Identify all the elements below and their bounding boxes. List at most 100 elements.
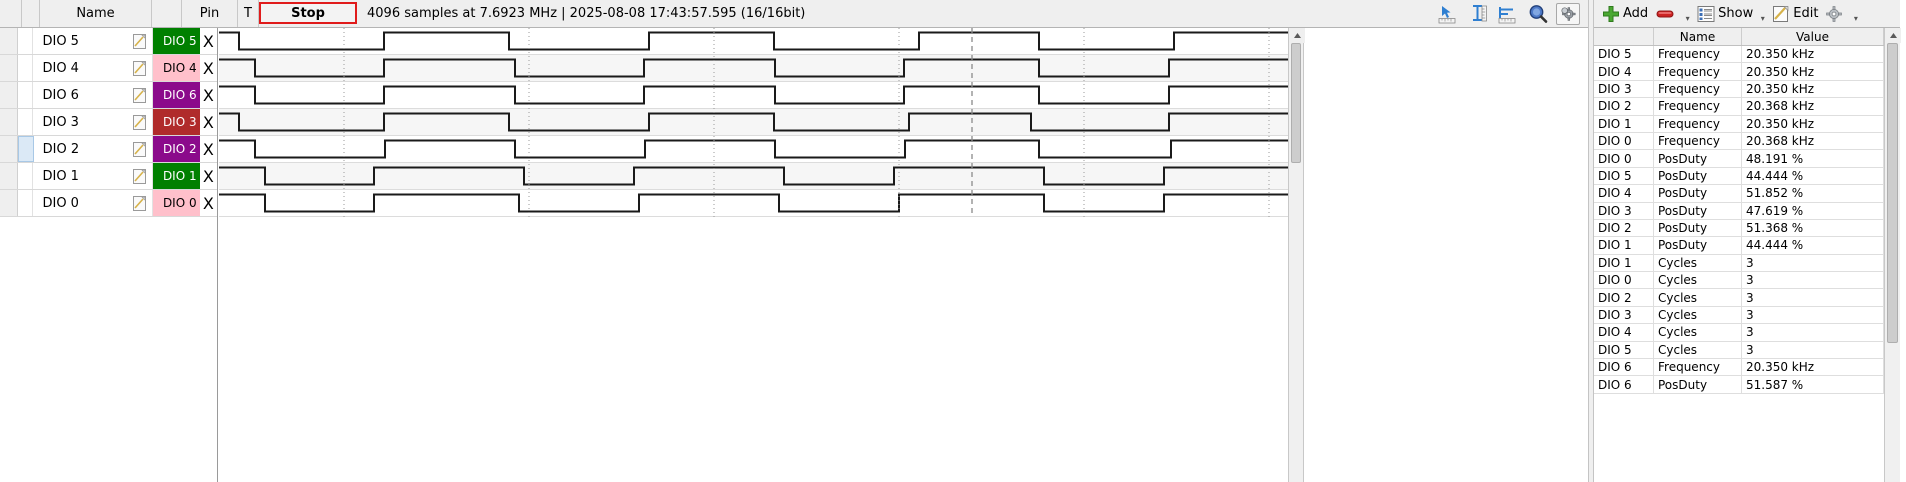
channel-mark-cell[interactable] bbox=[18, 28, 34, 54]
channel-name-label: DIO 3 bbox=[33, 109, 128, 135]
column-header-trigger[interactable]: T bbox=[238, 0, 259, 27]
channel-mark-cell[interactable] bbox=[18, 55, 34, 81]
channel-pin-badge[interactable]: DIO 5 bbox=[152, 28, 200, 54]
channel-trigger-cell[interactable]: X bbox=[199, 82, 218, 108]
settings-gear-icon[interactable] bbox=[1556, 2, 1580, 25]
channel-trigger-cell[interactable]: X bbox=[199, 163, 218, 189]
channel-note-icon[interactable] bbox=[127, 28, 153, 54]
header-dio[interactable] bbox=[1594, 28, 1654, 45]
channel-row[interactable]: DIO 1 DIO 1 X bbox=[0, 163, 218, 190]
channel-select-handle[interactable] bbox=[0, 136, 19, 162]
waveform-plot[interactable] bbox=[219, 28, 1288, 482]
channel-row[interactable]: DIO 4 DIO 4 X bbox=[0, 55, 218, 82]
waveform-vscrollbar-thumb[interactable] bbox=[1291, 43, 1301, 163]
channel-pin-badge[interactable]: DIO 0 bbox=[152, 190, 200, 216]
waveform-row[interactable] bbox=[219, 163, 1288, 190]
scroll-up-arrow-icon[interactable] bbox=[1289, 28, 1305, 43]
channel-row[interactable]: DIO 5 DIO 5 X bbox=[0, 28, 218, 55]
channel-pin-badge[interactable]: DIO 6 bbox=[152, 82, 200, 108]
channel-row[interactable]: DIO 2 DIO 2 X bbox=[0, 136, 218, 163]
waveform-row[interactable] bbox=[219, 55, 1288, 82]
channel-select-handle[interactable] bbox=[0, 55, 19, 81]
channel-trigger-cell[interactable]: X bbox=[199, 109, 218, 135]
channel-mark-cell[interactable] bbox=[18, 163, 34, 189]
remove-measurement-button[interactable] bbox=[1653, 2, 1680, 26]
channel-trigger-cell[interactable]: X bbox=[199, 190, 218, 216]
pane-splitter[interactable] bbox=[1588, 0, 1594, 482]
measurements-vscrollbar-thumb[interactable] bbox=[1887, 43, 1898, 343]
column-header-name[interactable]: Name bbox=[40, 0, 152, 27]
zoom-icon[interactable] bbox=[1526, 3, 1550, 25]
channel-trigger-cell[interactable]: X bbox=[199, 55, 218, 81]
channel-select-handle[interactable] bbox=[0, 28, 19, 54]
channel-row[interactable]: DIO 6 DIO 6 X bbox=[0, 82, 218, 109]
waveform-row[interactable] bbox=[219, 82, 1288, 109]
stop-button[interactable]: Stop bbox=[259, 2, 357, 24]
channel-row[interactable]: DIO 0 DIO 0 X bbox=[0, 190, 218, 217]
header-name[interactable]: Name bbox=[1654, 28, 1742, 45]
edit-measurement-button[interactable]: Edit bbox=[1770, 2, 1820, 26]
channel-row[interactable]: DIO 3 DIO 3 X bbox=[0, 109, 218, 136]
waveform-empty-area[interactable] bbox=[219, 217, 1288, 482]
channel-mark-cell[interactable] bbox=[18, 109, 34, 135]
channel-pin-badge[interactable]: DIO 2 bbox=[152, 136, 200, 162]
text-measure-icon[interactable] bbox=[1466, 3, 1490, 25]
show-measurement-button[interactable]: Show bbox=[1695, 2, 1755, 26]
channel-mark-cell[interactable] bbox=[18, 190, 34, 216]
channel-pin-badge[interactable]: DIO 4 bbox=[152, 55, 200, 81]
header-value[interactable]: Value bbox=[1742, 28, 1884, 45]
waveform-vscrollbar[interactable] bbox=[1288, 28, 1305, 482]
channel-select-handle[interactable] bbox=[0, 190, 19, 216]
channel-note-icon[interactable] bbox=[127, 82, 153, 108]
column-header-pin[interactable]: Pin bbox=[182, 0, 238, 27]
channel-select-handle[interactable] bbox=[0, 109, 19, 135]
measurement-settings-button[interactable] bbox=[1823, 2, 1848, 26]
waveform-row[interactable] bbox=[219, 109, 1288, 136]
channel-note-icon[interactable] bbox=[127, 109, 153, 135]
measurements-scroll-up-arrow-icon[interactable] bbox=[1885, 28, 1901, 43]
align-measure-icon[interactable] bbox=[1496, 3, 1520, 25]
channel-mark-cell-selected[interactable] bbox=[18, 136, 34, 162]
channel-note-icon[interactable] bbox=[127, 163, 153, 189]
remove-dropdown-caret-icon[interactable]: ▾ bbox=[1685, 13, 1690, 23]
channel-trigger-cell[interactable]: X bbox=[199, 136, 218, 162]
channel-trigger-cell[interactable]: X bbox=[199, 28, 218, 54]
channel-note-icon[interactable] bbox=[127, 55, 153, 81]
settings-dropdown-caret-icon[interactable]: ▾ bbox=[1853, 13, 1858, 23]
channel-pin-badge[interactable]: DIO 3 bbox=[152, 109, 200, 135]
waveform-row[interactable] bbox=[219, 28, 1288, 55]
measurements-vscrollbar[interactable] bbox=[1884, 28, 1901, 482]
channel-note-icon[interactable] bbox=[127, 136, 153, 162]
add-measurement-button[interactable]: Add bbox=[1600, 2, 1650, 26]
waveform-row[interactable] bbox=[219, 136, 1288, 163]
show-dropdown-caret-icon[interactable]: ▾ bbox=[1760, 13, 1765, 23]
channel-note-icon[interactable] bbox=[127, 190, 153, 216]
channel-select-handle[interactable] bbox=[0, 82, 19, 108]
cursor-measure-icon[interactable] bbox=[1436, 3, 1460, 25]
channel-select-handle[interactable] bbox=[0, 163, 19, 189]
channel-mark-cell[interactable] bbox=[18, 82, 34, 108]
waveform-row[interactable] bbox=[219, 190, 1288, 217]
channel-pin-badge[interactable]: DIO 1 bbox=[152, 163, 200, 189]
